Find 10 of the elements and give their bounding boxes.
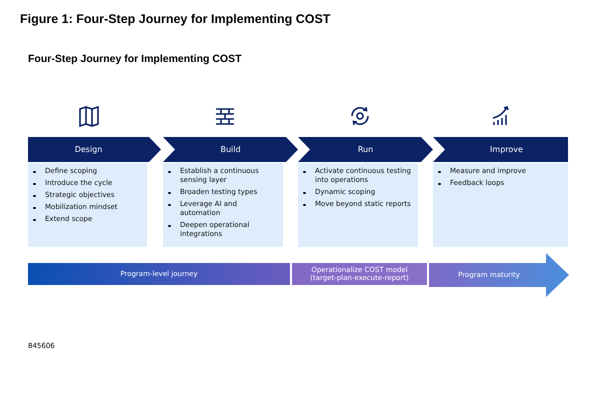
process-step xyxy=(433,137,568,248)
step-heading: Improve xyxy=(489,144,524,156)
process-step xyxy=(298,137,433,248)
step-heading: Build xyxy=(219,144,242,156)
step-heading: Run xyxy=(356,144,374,156)
diagram-subtitle: Four-Step Journey for Implementing COST xyxy=(28,53,242,65)
process-step xyxy=(28,137,161,248)
step-heading: Design xyxy=(74,144,104,156)
figure-title: Figure 1: Four-Step Journey for Implementing COST xyxy=(20,12,330,26)
process-step xyxy=(163,137,298,248)
